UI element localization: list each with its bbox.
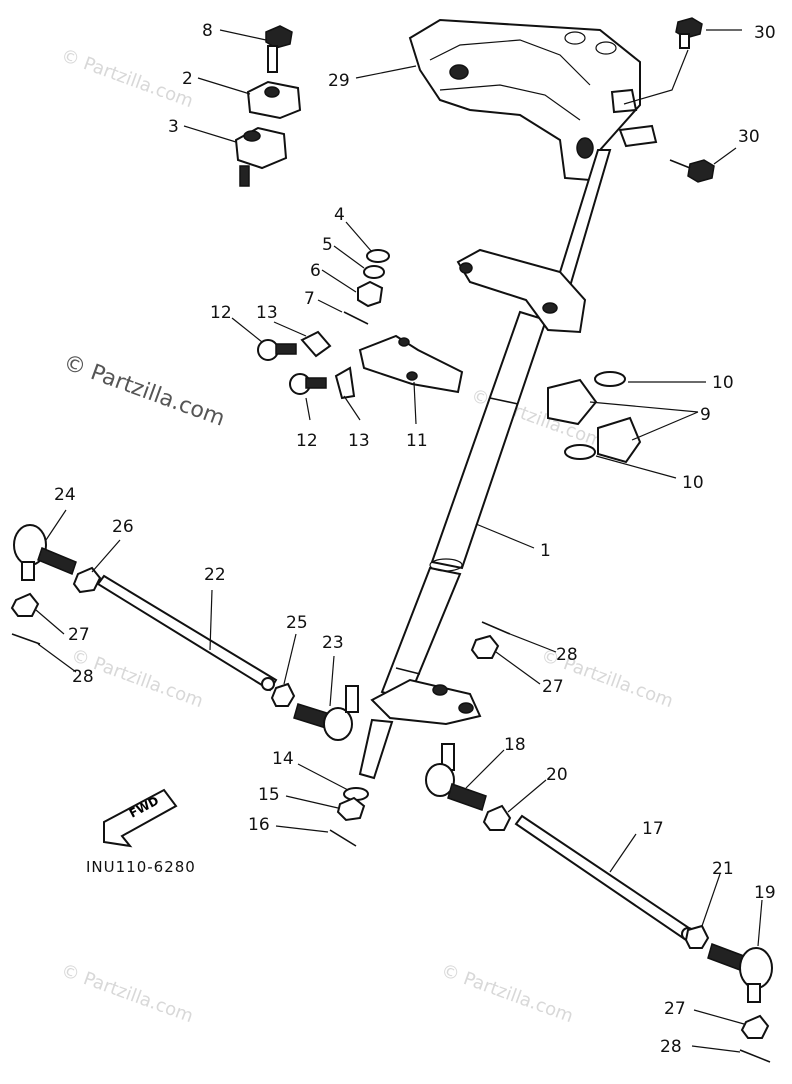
callout-6: 6 — [310, 261, 321, 281]
column-upper-bracket — [456, 248, 587, 334]
washer-5 — [363, 265, 385, 279]
callout-23: 23 — [322, 633, 344, 653]
washer-10-top — [594, 371, 626, 387]
callout-16: 16 — [248, 815, 270, 835]
callout-8: 8 — [202, 21, 213, 41]
bolt-30-top — [675, 17, 703, 49]
bolt-12-top — [257, 339, 297, 361]
cotter-pin-28-left — [11, 633, 41, 645]
steering-column-1 — [358, 149, 612, 780]
bolt-8 — [265, 25, 293, 73]
callout-14: 14 — [272, 749, 294, 769]
fwd-arrow-icon: FWD — [103, 788, 178, 848]
tie-rod-end-23 — [293, 685, 359, 741]
nut-25 — [270, 682, 296, 707]
callout-19: 19 — [754, 883, 776, 903]
nut-27-left — [10, 592, 40, 617]
bracket-11 — [358, 334, 464, 394]
callout-9: 9 — [700, 405, 711, 425]
callout-24: 24 — [54, 485, 76, 505]
washer-4 — [366, 249, 390, 263]
callout-27-center: 27 — [542, 677, 564, 697]
nut-21 — [684, 924, 710, 949]
callout-27-left: 27 — [68, 625, 90, 645]
callout-28-center: 28 — [556, 645, 578, 665]
callout-7: 7 — [304, 289, 315, 309]
nut-15 — [336, 796, 366, 822]
callout-28-right: 28 — [660, 1037, 682, 1057]
watermark-faint: © Partzilla.com — [58, 960, 196, 1027]
tie-rod-22 — [96, 574, 278, 692]
callout-1: 1 — [540, 541, 551, 561]
cotter-pin-28-center — [481, 621, 511, 635]
clip-13-bottom — [334, 366, 356, 400]
washer-10-bottom — [564, 444, 596, 460]
callout-30-right: 30 — [738, 127, 760, 147]
callout-13-top: 13 — [256, 303, 278, 323]
bolt-12-bottom — [289, 373, 327, 395]
callouts: 8 2 3 29 30 30 4 5 6 7 12 13 12 13 11 10… — [54, 21, 776, 1057]
tie-rod-end-24 — [13, 524, 77, 581]
callout-29: 29 — [328, 71, 350, 91]
watermark-layer: © Partzilla.com © Partzilla.com © Partzi… — [58, 35, 676, 1027]
handlebar-holder-29 — [408, 18, 658, 182]
callout-17: 17 — [642, 819, 664, 839]
nut-20 — [482, 804, 512, 831]
callout-2: 2 — [182, 69, 193, 89]
diagram-code: INU110-6280 — [86, 858, 196, 876]
callout-20: 20 — [546, 765, 568, 785]
callout-21: 21 — [712, 859, 734, 879]
callout-10-bottom: 10 — [682, 473, 704, 493]
callout-12-bottom: 12 — [296, 431, 318, 451]
callout-28-left: 28 — [72, 667, 94, 687]
cotter-pin-28-right — [739, 1049, 771, 1063]
watermark-faint: © Partzilla.com — [438, 960, 576, 1027]
nut-26 — [72, 566, 102, 594]
tie-rod-end-18 — [425, 743, 487, 811]
clip-13-top — [300, 330, 332, 358]
nut-27-right — [740, 1014, 770, 1039]
cotter-pin-7 — [343, 311, 369, 325]
callout-12-top: 12 — [210, 303, 232, 323]
callout-27-right: 27 — [664, 999, 686, 1019]
nut-6 — [357, 280, 384, 308]
watermark-faint: © Partzilla.com — [58, 45, 196, 112]
cotter-pin-16 — [329, 829, 357, 847]
nut-27-center — [470, 634, 500, 659]
callout-22: 22 — [204, 565, 226, 585]
callout-30-top: 30 — [754, 23, 776, 43]
bolt-30-right — [669, 159, 715, 183]
callout-15: 15 — [258, 785, 280, 805]
clamp-upper-2 — [246, 80, 302, 120]
tie-rod-end-19 — [707, 943, 773, 1003]
callout-13-bottom: 13 — [348, 431, 370, 451]
bushing-9-b — [597, 416, 642, 464]
callout-11: 11 — [406, 431, 428, 451]
bushing-9-a — [547, 378, 598, 426]
callout-18: 18 — [504, 735, 526, 755]
watermark-main: © Partzilla.com — [60, 350, 228, 432]
callout-5: 5 — [322, 235, 333, 255]
pitman-arm — [370, 678, 482, 726]
callout-3: 3 — [168, 117, 179, 137]
clamp-lower-3 — [234, 126, 288, 187]
callout-25: 25 — [286, 613, 308, 633]
leader-lines — [35, 29, 763, 1053]
callout-26: 26 — [112, 517, 134, 537]
callout-4: 4 — [334, 205, 345, 225]
tie-rod-17 — [514, 814, 695, 942]
callout-10-top: 10 — [712, 373, 734, 393]
